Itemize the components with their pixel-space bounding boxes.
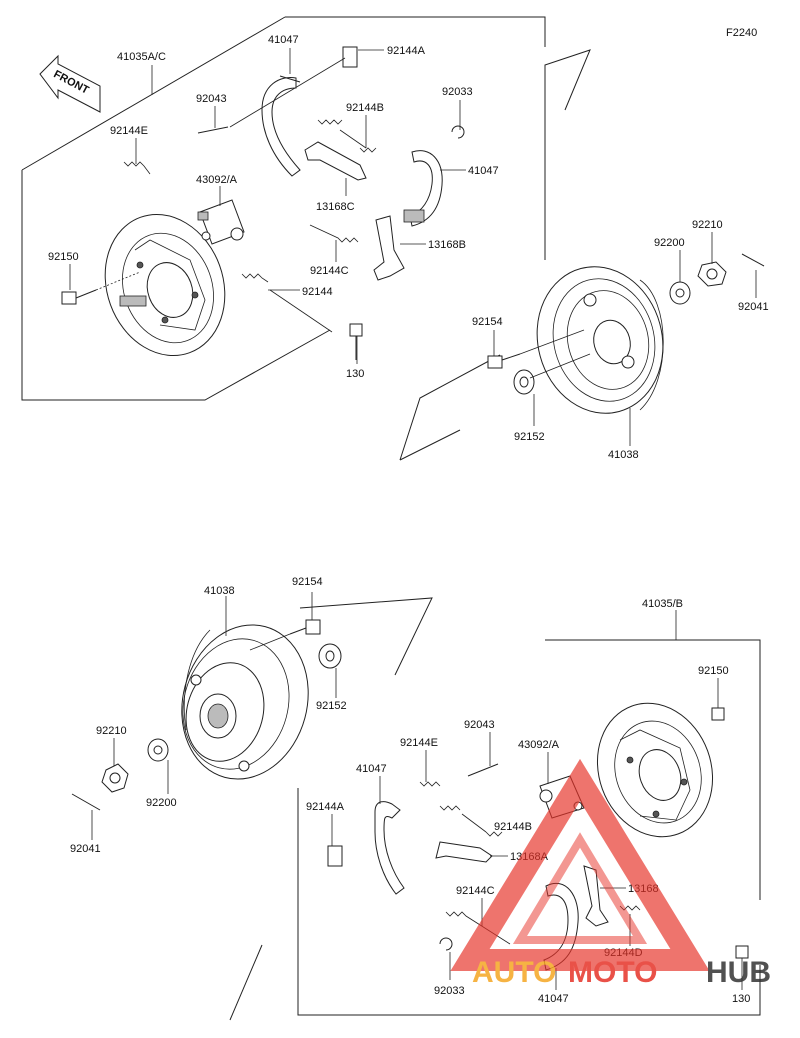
bottom-backing-plate [596,702,714,838]
label-13168c: 13168C [316,201,355,213]
label-41038: 41038 [608,449,639,461]
top-assembly: 41035A/C 41047 92144A 92043 92144B 92033… [21,16,769,461]
top-clip-92144a [342,46,358,68]
top-spring-92144c [309,224,359,243]
top-pin-92043 [197,126,229,134]
bottom-lever-13168a [435,841,493,863]
label-92150: 92150 [48,251,79,263]
label-41047-bottom-lower: 41047 [538,993,569,1005]
label-92154-bottom: 92154 [292,576,323,588]
bottom-bolt-92154 [249,619,321,651]
label-43092a: 43092/A [196,174,238,186]
label-92033: 92033 [442,86,473,98]
bottom-brake-shoe-1 [374,801,405,895]
label-92144c: 92144C [310,265,349,277]
label-130: 130 [346,368,364,380]
bottom-cotter-pin-92041 [71,793,101,811]
label-92200-bottom: 92200 [146,797,177,809]
watermark-word-2: MOTO [568,956,657,989]
top-brake-shoe-1 [261,75,301,177]
bottom-assembly: 41038 92154 41035/B 92150 92152 92210 92… [70,576,761,1021]
label-92152: 92152 [514,431,545,443]
bottom-bolt-92150 [711,707,725,721]
label-92033-bottom: 92033 [434,985,465,997]
label-92043: 92043 [196,93,227,105]
front-arrow-icon: FRONT [39,54,101,113]
label-130-bottom: 130 [732,993,750,1005]
label-13168b: 13168B [428,239,466,251]
top-lever-13168c [304,141,367,181]
label-92144b-bottom: 92144B [494,821,532,833]
top-clip-92033 [451,125,465,139]
top-cotter-pin-92041 [741,253,765,267]
label-41047-bottom-upper: 41047 [356,763,387,775]
label-92210: 92210 [692,219,723,231]
label-92144: 92144 [302,286,333,298]
bottom-spring-92144b [439,805,503,837]
label-92210-bottom: 92210 [96,725,127,737]
bottom-clip-92144a [327,845,343,867]
bottom-lever-13168 [583,865,609,927]
top-spring-92144e [123,161,151,175]
top-bolt-92154 [487,329,585,369]
label-92150-bottom: 92150 [698,665,729,677]
label-92144a: 92144A [387,45,426,57]
label-41038-bottom: 41038 [204,585,235,597]
top-bolt-92150 [61,271,141,305]
label-41047-top: 41047 [268,34,299,46]
top-backing-plate [104,213,226,357]
label-92144c-bottom: 92144C [456,885,495,897]
bottom-spring-92144c [445,911,511,945]
top-brake-drum [536,266,664,414]
label-92144a-bottom: 92144A [306,801,345,813]
bottom-pin-92043 [467,763,499,777]
label-92043-bottom: 92043 [464,719,495,731]
label-92154: 92154 [472,316,503,328]
label-41035b: 41035/B [642,598,683,610]
bottom-spring-92144e [419,781,441,787]
label-92152-bottom: 92152 [316,700,347,712]
diagram-code: F2240 [726,27,757,39]
label-92144e: 92144E [110,125,148,137]
label-92144b: 92144B [346,102,384,114]
label-92041: 92041 [738,301,769,313]
top-screw-130 [349,323,363,360]
top-brake-shoe-2 [403,150,443,227]
label-41035ac: 41035A/C [117,51,166,63]
watermark-word-1: AUTO [472,956,556,989]
top-wheel-cylinder [197,199,245,245]
label-92200: 92200 [654,237,685,249]
top-lever-13168b [373,215,405,281]
label-92144e-bottom: 92144E [400,737,438,749]
watermark-word-3: HUB [706,956,771,989]
watermark-logo: AUTO MOTO HUB [450,758,771,989]
label-92041-bottom: 92041 [70,843,101,855]
label-43092a-bottom: 43092/A [518,739,560,751]
label-41047-right: 41047 [468,165,499,177]
bottom-brake-drum [181,624,309,780]
bottom-clip-92033 [439,937,453,951]
top-spring-92144b [317,119,377,153]
top-spring-92144 [241,273,269,283]
